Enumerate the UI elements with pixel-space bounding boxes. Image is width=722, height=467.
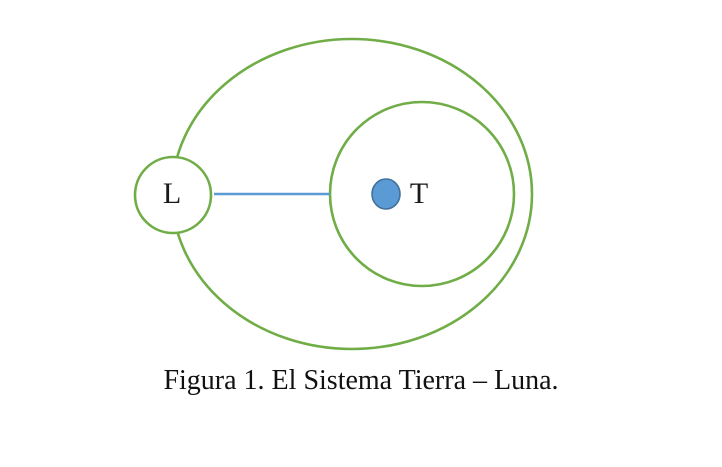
earth-body [371,178,401,210]
earth-label: T [410,177,428,210]
figure-caption: Figura 1. El Sistema Tierra – Luna. [163,365,559,396]
moon-label: L [163,177,181,210]
moon-circle [133,155,213,235]
